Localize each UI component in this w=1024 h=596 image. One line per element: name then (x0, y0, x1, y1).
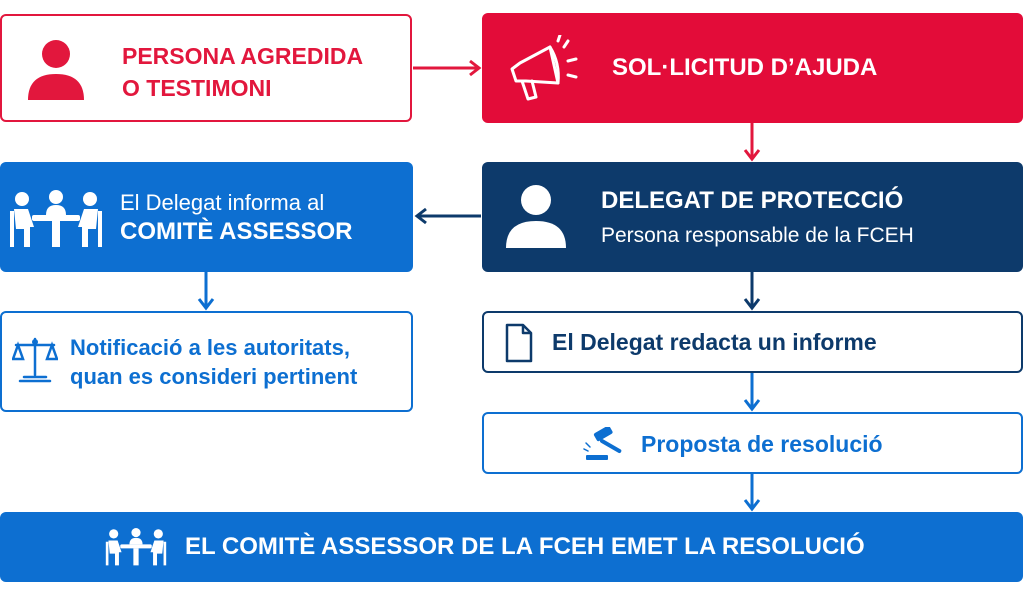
node-report: El Delegat redacta un informe (482, 311, 1023, 373)
document-icon (505, 323, 533, 363)
committee-info-line2: COMITÈ ASSESSOR (120, 218, 353, 245)
arrow-proposal-to-resolution (743, 474, 761, 512)
report-label: El Delegat redacta un informe (552, 329, 877, 355)
arrow-report-to-proposal (743, 373, 761, 412)
resolution-label: EL COMITÈ ASSESSOR DE LA FCEH EMET LA RE… (185, 533, 865, 560)
delegate-subtitle: Persona responsable de la FCEH (601, 224, 914, 247)
meeting-icon (105, 527, 167, 566)
scales-icon (12, 337, 58, 383)
node-proposal: Proposta de resolució (482, 412, 1023, 474)
proposal-label: Proposta de resolució (641, 431, 883, 457)
arrow-victim-to-request (413, 59, 482, 77)
victim-line2: O TESTIMONI (122, 75, 272, 101)
megaphone-icon (510, 35, 578, 101)
node-victim: PERSONA AGREDIDA O TESTIMONI (0, 14, 412, 122)
meeting-icon (10, 190, 102, 247)
person-icon (506, 185, 566, 248)
node-resolution: EL COMITÈ ASSESSOR DE LA FCEH EMET LA RE… (0, 512, 1023, 582)
node-committee-info: El Delegat informa al COMITÈ ASSESSOR (0, 162, 413, 272)
arrow-request-to-delegate (743, 123, 761, 162)
arrow-delegate-to-committee (414, 207, 481, 225)
node-request: SOL·LICITUD D’AJUDA (482, 13, 1023, 123)
gavel-icon (583, 427, 622, 460)
node-notify-authorities: Notificació a les autoritats, quan es co… (0, 311, 413, 412)
notify-line2: quan es consideri pertinent (70, 364, 358, 389)
arrow-delegate-to-report (743, 272, 761, 311)
node-delegate: DELEGAT DE PROTECCIÓ Persona responsable… (482, 162, 1023, 272)
victim-line1: PERSONA AGREDIDA (122, 43, 364, 69)
arrow-committee-to-notify (197, 272, 215, 311)
person-icon (28, 40, 84, 100)
request-label: SOL·LICITUD D’AJUDA (612, 54, 878, 81)
committee-info-line1: El Delegat informa al (120, 190, 325, 215)
delegate-title: DELEGAT DE PROTECCIÓ (601, 187, 904, 214)
notify-line1: Notificació a les autoritats, (70, 335, 350, 360)
